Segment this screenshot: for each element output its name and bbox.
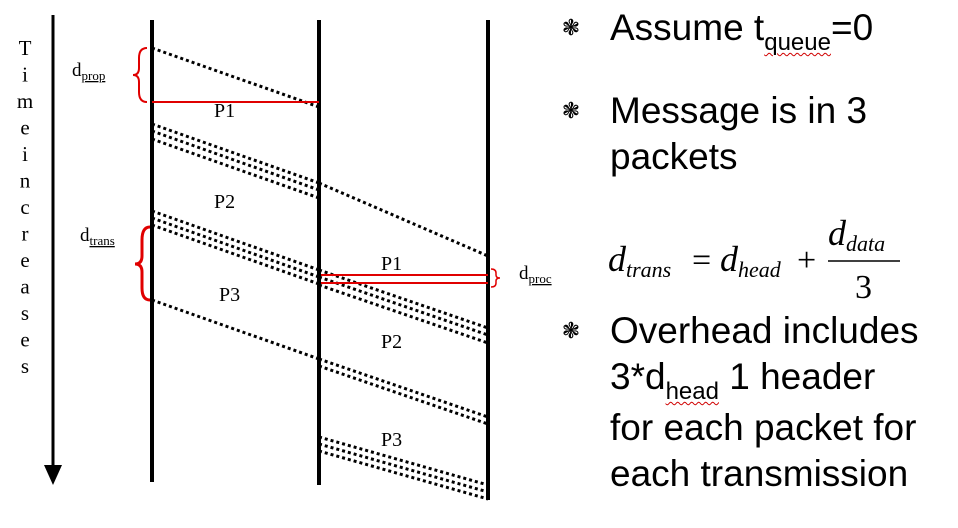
timeline-letter: a	[20, 275, 30, 299]
d-prop-label: dprop	[72, 60, 105, 83]
svg-text:dhead: dhead	[720, 239, 782, 282]
svg-text:dtrans: dtrans	[608, 239, 671, 282]
formula-equals: =	[692, 242, 711, 279]
formula-numerator: d	[828, 213, 847, 253]
d-trans-formula: dtrans = dhead + ddata 3	[608, 213, 900, 306]
packet-label-hop2-p2: P2	[381, 331, 402, 353]
bullet-1-subscript: queue	[764, 29, 831, 56]
bullet-3-line4: each transmission	[610, 453, 909, 494]
hop1-packet-edges	[151, 46, 320, 361]
timeline-letter: i	[22, 142, 28, 166]
bullet-1-post: =0	[830, 7, 874, 48]
formula-lhs: d	[608, 239, 627, 279]
bullet-3-line2-pre: 3*d	[610, 356, 666, 397]
bullet-3-line1: Overhead includes	[610, 310, 919, 351]
timeline-letter: s	[21, 354, 29, 378]
formula-plus: +	[797, 242, 816, 279]
packet-label-hop2-p1: P1	[381, 253, 402, 275]
prop-brace	[132, 47, 148, 103]
trans-brace	[134, 225, 151, 302]
timeline-letter: e	[20, 328, 29, 352]
svg-text:ddata: ddata	[828, 213, 885, 256]
formula-numerator-sub: data	[846, 231, 885, 256]
timeline-letter: n	[20, 169, 31, 193]
proc-brace	[490, 268, 501, 288]
packet-label-hop1-p3: P3	[219, 284, 240, 306]
bullet-3-line2-sub: head	[665, 378, 719, 405]
timeline-letter: e	[20, 116, 29, 140]
formula-term1: d	[720, 239, 739, 279]
bullet-symbol-icon: ❃	[561, 98, 581, 123]
bullet-3-line3: for each packet for	[610, 407, 917, 448]
timeline-letter: r	[22, 222, 29, 246]
bullet-2-line1: Message is in 3	[610, 90, 868, 131]
bullet-symbol-icon: ❃	[561, 318, 581, 343]
d-proc-label: dproc	[519, 263, 552, 286]
timeline-letter: m	[17, 89, 33, 113]
d-trans-label: dtrans	[80, 225, 115, 248]
timeline-letter: c	[20, 195, 29, 219]
bullet-1-text: Assume t	[610, 7, 765, 48]
formula-lhs-sub: trans	[626, 257, 671, 282]
timeline-letter: s	[21, 301, 29, 325]
bullet-2-line2: packets	[610, 136, 738, 177]
hop2-packet-edges	[318, 181, 489, 501]
timeline-letter: i	[22, 63, 28, 87]
timeline-letter: T	[19, 36, 32, 60]
time-arrow-head	[44, 465, 62, 485]
formula-denominator: 3	[855, 269, 872, 306]
bullet-symbol-icon: ❃	[561, 15, 581, 40]
formula-term1-sub: head	[738, 257, 782, 282]
packet-label-hop1-p2: P2	[214, 191, 235, 213]
packet-label-hop1-p1: P1	[214, 100, 235, 122]
timeline-letter: e	[20, 248, 29, 272]
bullet-3-line2-post: 1 header	[718, 356, 876, 397]
packet-label-hop2-p3: P3	[381, 429, 402, 451]
